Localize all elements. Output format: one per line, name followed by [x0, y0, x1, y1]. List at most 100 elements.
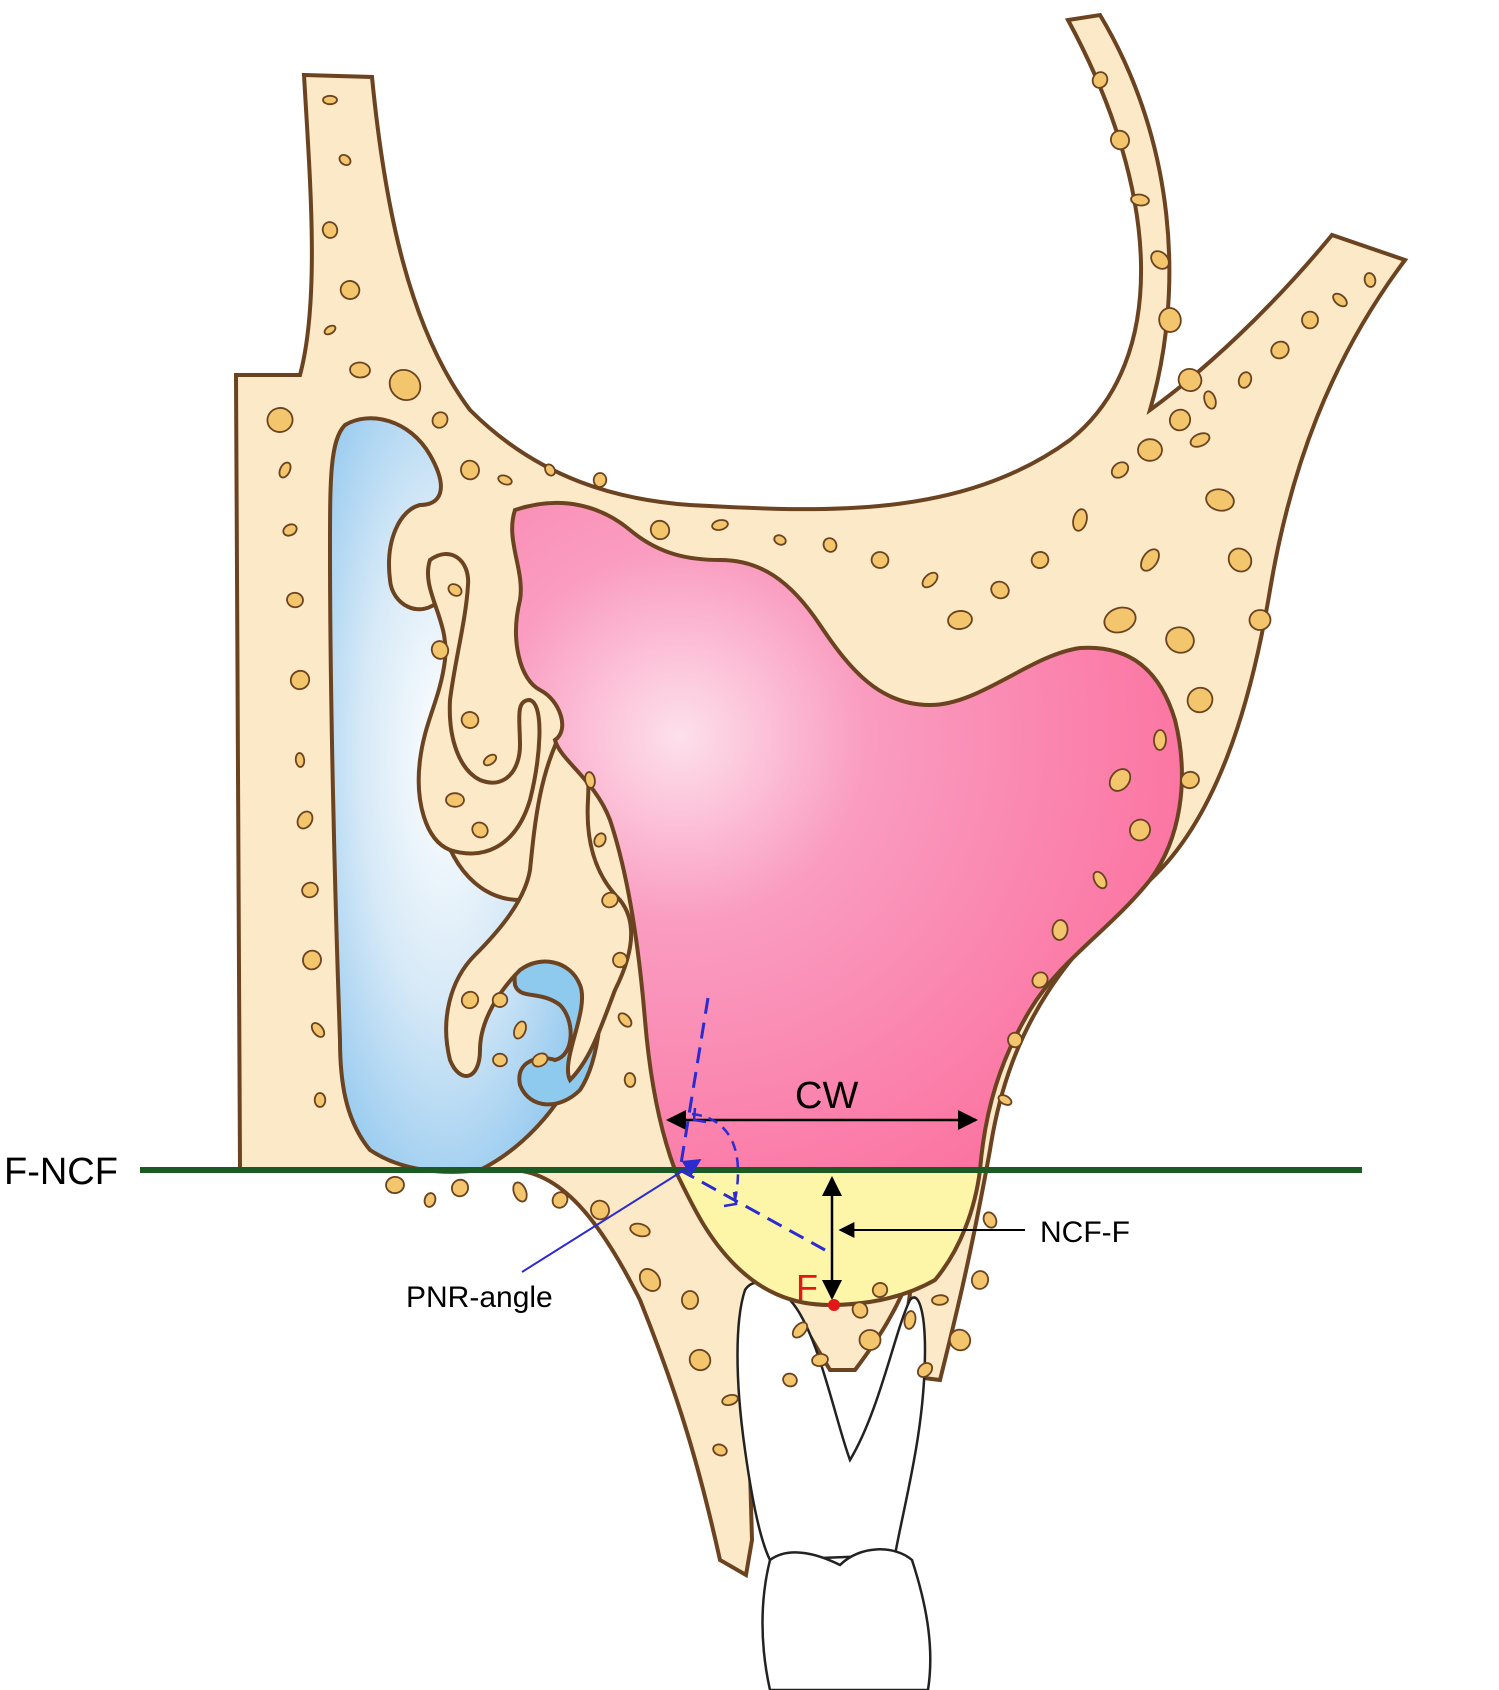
trabecular-space: [491, 992, 509, 1008]
pnr-angle-label: PNR-angle: [406, 1281, 553, 1314]
pnr-angle-arc: [691, 1112, 740, 1201]
trabecular-space: [1140, 548, 1160, 572]
trabecular-space: [1137, 438, 1163, 462]
trabecular-space: [773, 534, 787, 546]
trabecular-space: [1030, 551, 1050, 569]
trabecular-space: [460, 711, 480, 729]
trabecular-space: [629, 1222, 651, 1238]
ncf-f-label: NCF-F: [1040, 1216, 1130, 1249]
trabecular-space: [338, 154, 352, 166]
trabecular-space: [592, 472, 608, 488]
trabecular-space: [590, 1199, 610, 1221]
trabecular-space: [903, 1310, 917, 1330]
trabecular-space: [970, 1270, 990, 1290]
trabecular-space: [460, 459, 480, 481]
trabecular-space: [492, 1052, 508, 1068]
trabecular-space: [286, 591, 304, 609]
trabecular-space: [531, 1052, 549, 1068]
point-f-label: F: [796, 1267, 818, 1308]
trabecular-space: [1301, 310, 1319, 330]
trabecular-space: [947, 610, 973, 630]
trabecular-space: [1007, 1031, 1023, 1049]
trabecular-space: [1205, 488, 1235, 512]
trabecular-space: [544, 463, 556, 477]
trabecular-space: [512, 1181, 528, 1203]
trabecular-space: [551, 1191, 569, 1209]
trabecular-space: [471, 821, 489, 839]
trabecular-space: [712, 1443, 728, 1457]
trabecular-space: [423, 1192, 437, 1208]
trabecular-space: [1153, 729, 1167, 751]
trabecular-space: [791, 1321, 809, 1339]
trabecular-space: [447, 583, 463, 597]
pnr-angle-pointer-arrow: [521, 1159, 702, 1273]
trabecular-space: [1186, 686, 1214, 714]
trabecular-space: [1227, 547, 1253, 573]
trabecular-space: [1237, 371, 1253, 389]
trabecular-space: [1189, 432, 1211, 448]
trabecular-space: [921, 571, 939, 589]
pnr-right-angle-mark-2: [723, 1191, 738, 1208]
trabecular-space: [688, 1348, 712, 1372]
trabecular-space: [680, 1290, 699, 1310]
trabecular-space: [310, 1022, 326, 1038]
trabecular-space: [811, 1353, 829, 1367]
trabecular-space: [870, 551, 890, 569]
trabecular-space: [858, 1329, 882, 1351]
trabecular-space: [982, 1211, 998, 1229]
trabecular-space: [593, 832, 607, 848]
trabecular-space: [321, 221, 339, 239]
trabecular-space: [822, 537, 838, 553]
trabecular-space: [584, 771, 596, 789]
trabecular-space: [388, 368, 422, 402]
trabecular-space: [323, 324, 337, 336]
trabecular-space: [294, 752, 306, 768]
trabecular-space: [638, 1268, 662, 1292]
trabecular-space: [601, 891, 619, 909]
trabecular-space: [931, 1294, 949, 1306]
trabecular-space: [1092, 870, 1108, 890]
pnr-dashed-line-vertical: [678, 997, 710, 1171]
trabecular-space: [1072, 508, 1088, 532]
trabecular-space: [711, 519, 729, 531]
trabecular-space: [513, 1020, 527, 1040]
trabecular-space: [1248, 609, 1272, 631]
trabecular-space: [385, 1175, 405, 1195]
trabecular-space: [871, 1282, 889, 1298]
trabecular-space: [1180, 770, 1200, 790]
trabecular-space: [430, 640, 450, 660]
trabecular-space: [612, 951, 628, 969]
tooth-crown: [761, 1548, 932, 1690]
trabecular-space: [1332, 292, 1348, 308]
trabecular-space: [990, 580, 1010, 600]
trabecular-space: [301, 881, 319, 899]
trabecular-space: [1108, 768, 1132, 792]
trabecular-space: [339, 280, 361, 300]
trabecular-space: [482, 753, 498, 767]
trabecular-space: [445, 792, 465, 808]
trabecular-space: [721, 1393, 739, 1407]
trabecular-space: [1168, 408, 1192, 432]
trabecular-space: [851, 1301, 869, 1319]
trabecular-space: [302, 949, 322, 971]
maxillary-sinus: [510, 500, 1184, 1172]
trabecular-space: [1051, 919, 1069, 941]
middle-turbinate: [416, 552, 542, 856]
trabecular-space: [1031, 971, 1049, 989]
trabecular-space: [1130, 193, 1150, 207]
trabecular-space: [349, 361, 371, 379]
f-ncf-label: F-NCF: [4, 1151, 118, 1193]
trabecular-space: [450, 1178, 470, 1198]
trabecular-space: [497, 474, 513, 486]
trabecular-space: [1110, 461, 1130, 479]
trabecular-space: [278, 461, 292, 479]
trabecular-space: [1103, 606, 1137, 634]
trabecular-space: [1203, 390, 1217, 410]
trabecular-space: [431, 411, 449, 429]
trabecular-space: [916, 1362, 934, 1378]
trabecular-space: [460, 990, 480, 1010]
trabecular-space: [322, 94, 338, 106]
trabecular-space: [1150, 250, 1170, 270]
trabecular-space: [1158, 307, 1182, 333]
trabecular-space: [1363, 272, 1377, 288]
